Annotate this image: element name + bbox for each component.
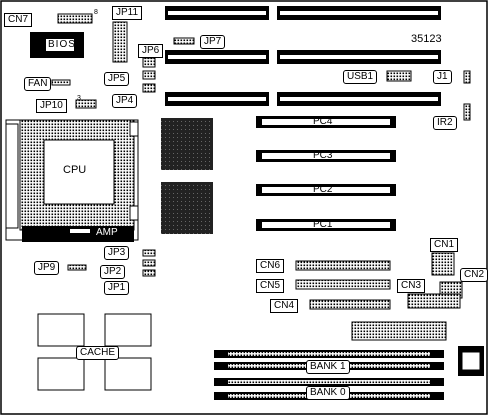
bank-0-label: BANK 0 — [306, 386, 350, 400]
cn6-label: CN6 — [256, 259, 285, 273]
cache-label: CACHE — [76, 346, 120, 360]
jp1-label: JP1 — [104, 281, 130, 295]
jp9-header — [67, 264, 87, 271]
fan-label: FAN — [24, 77, 52, 91]
jp11-label: JP11 — [112, 6, 143, 20]
jp10-header — [75, 99, 97, 109]
jp7-header — [173, 37, 195, 45]
cn4-label: CN4 — [270, 299, 299, 313]
cn4-header — [309, 299, 391, 310]
jp5-label: JP5 — [104, 72, 130, 86]
bios-label: BIOS — [48, 39, 76, 50]
cn5-header — [295, 279, 391, 290]
cn2-label: CN2 — [460, 268, 488, 282]
cn3-header — [407, 293, 461, 309]
jp10-pin-number: 3 — [77, 95, 81, 102]
pci-slots — [256, 116, 396, 231]
cn3-label: CN3 — [397, 279, 426, 293]
jp6-label: JP6 — [138, 44, 164, 58]
chipset-chip — [161, 182, 213, 234]
amp-label: AMP — [96, 227, 118, 238]
jp5-header — [142, 70, 156, 80]
jp2-label: JP2 — [100, 265, 126, 279]
jp11-header — [112, 21, 128, 63]
power-connector — [351, 321, 447, 341]
cn7-pin-number: 8 — [94, 9, 98, 16]
usb1-header — [386, 70, 412, 82]
jp1-header — [142, 269, 156, 277]
jp7-label: JP7 — [200, 35, 226, 49]
pci-slot-label-pc3: PC3 — [313, 150, 333, 161]
usb1-label: USB1 — [343, 70, 378, 84]
fan-header — [51, 79, 71, 86]
jp4-header — [142, 83, 156, 93]
ir2-label: IR2 — [433, 116, 457, 130]
bank-1-label: BANK 1 — [306, 360, 350, 374]
chipset-chip — [161, 118, 213, 170]
jp10-label: JP10 — [36, 99, 67, 113]
pci-slot-label-pc4: PC4 — [313, 116, 333, 127]
cn1-header — [431, 252, 455, 276]
cn6-header — [295, 260, 391, 271]
cn1-label: CN1 — [430, 238, 459, 252]
ir2-header — [463, 103, 471, 121]
jp9-label: JP9 — [34, 261, 60, 275]
j1-label: J1 — [433, 70, 452, 84]
cn5-label: CN5 — [256, 279, 285, 293]
cpu-label: CPU — [63, 164, 87, 176]
isa-slots — [165, 6, 441, 106]
jp3-label: JP3 — [104, 246, 130, 260]
cpu-socket — [5, 119, 139, 242]
j1-header — [463, 70, 471, 84]
pci-slot-label-pc1: PC1 — [313, 219, 333, 230]
jp2-header — [142, 259, 156, 267]
cache-chips — [37, 313, 152, 391]
cn7-header — [57, 13, 93, 24]
jp6-header — [142, 57, 156, 68]
jp4-label: JP4 — [112, 94, 138, 108]
cn7-label: CN7 — [4, 13, 33, 27]
jp3-header — [142, 249, 156, 257]
board-id: 35123 — [411, 33, 442, 45]
pci-slot-label-pc2: PC2 — [313, 184, 333, 195]
